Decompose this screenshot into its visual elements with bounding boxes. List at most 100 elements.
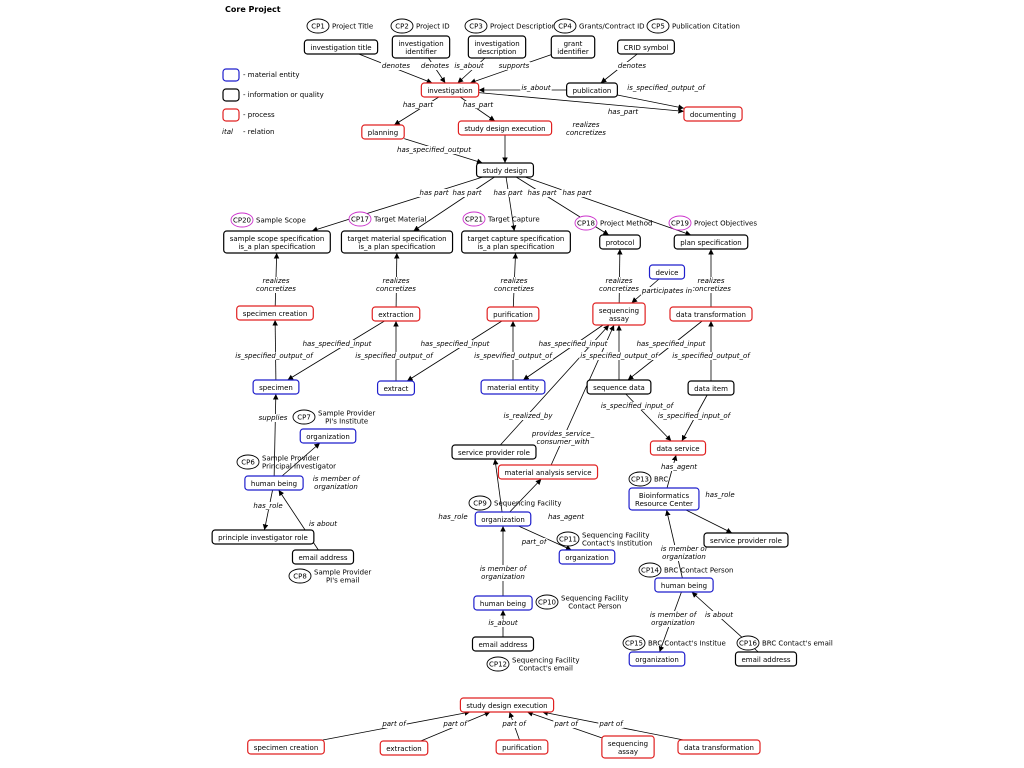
legend: - material entity- information or qualit… (222, 68, 324, 136)
node-protocol: protocol (599, 234, 641, 250)
node-label: organization (306, 433, 350, 441)
svg-text:is member of: is member of (313, 475, 361, 483)
node-label: human being (251, 480, 297, 488)
edge-label-is-about: is_about (487, 619, 519, 627)
node-data-service: data service (649, 440, 707, 456)
edge-label-is-about: is_about (520, 84, 552, 92)
svg-text:part of: part of (553, 720, 579, 728)
edge-label-has-part: has_part (606, 108, 640, 116)
edge-label-has-part: has_part (401, 101, 435, 109)
diagram-title: Core Project (225, 5, 281, 14)
svg-text:is member of: is member of (661, 545, 709, 553)
node-spr2: service provider role (703, 532, 789, 548)
svg-text:part_of: part_of (521, 538, 548, 546)
edge-label-has-role: has_role (704, 491, 736, 499)
legend-label: - relation (243, 128, 274, 136)
edge-label-part-of: part of (381, 720, 407, 728)
legend-label: - material entity (243, 71, 300, 79)
edge-label-denotes: denotes (380, 62, 412, 70)
cp-label: BRC Contact's Institue (648, 640, 726, 648)
node-human2: human being (654, 577, 714, 593)
svg-text:is_about: is_about (521, 84, 551, 92)
svg-text:realizes: realizes (606, 277, 633, 285)
node-spec-creation: specimen creation (236, 305, 314, 321)
node-label: principle investigator role (218, 534, 308, 542)
cp-label: Sample Provider (314, 569, 371, 577)
svg-text:concretizes: concretizes (599, 285, 639, 293)
svg-text:has_specified_input: has_specified_input (303, 340, 372, 348)
node-org2: organization (474, 511, 532, 527)
svg-text:concretizes: concretizes (256, 285, 296, 293)
svg-text:has_agent: has_agent (661, 463, 697, 471)
svg-text:part of: part of (381, 720, 407, 728)
cp-label: Principal Investigator (262, 463, 336, 471)
node-label: investigation (398, 40, 443, 48)
node-label: data service (656, 445, 699, 453)
legend-item-material: - material entity (222, 68, 300, 82)
node-label: data transformation (676, 311, 746, 319)
svg-text:has_agent: has_agent (548, 513, 584, 521)
svg-text:is about: is about (309, 520, 337, 528)
cp-id: CP21 (465, 216, 483, 224)
node-label: specimen creation (243, 310, 308, 318)
cp-id: CP13 (631, 476, 649, 484)
node-label: study design execution (464, 125, 545, 133)
edge-publication-to-documenting (617, 94, 684, 110)
svg-text:realizes: realizes (698, 277, 725, 285)
svg-text:is_specified_output_of: is_specified_output_of (355, 352, 434, 360)
svg-text:has part: has part (453, 189, 482, 197)
edge-extraction-to-specimen (287, 320, 385, 381)
node-label: extract (384, 385, 409, 393)
legend-swatch (222, 108, 240, 122)
node-device: device (648, 264, 686, 280)
node-label: assay (609, 315, 629, 323)
cp-id: CP18 (577, 220, 595, 228)
edge-label-is-about: is about (307, 520, 339, 528)
svg-text:part of: part of (598, 720, 624, 728)
edge-label-part-of: part of (598, 720, 624, 728)
node-org4: organization (628, 651, 686, 667)
svg-text:supplies: supplies (259, 414, 288, 422)
node-org1: organization (299, 428, 357, 444)
node-org3: organization (558, 549, 616, 565)
edge-label-has-role: has_role (437, 513, 469, 521)
svg-text:has_specified_input: has_specified_input (539, 340, 608, 348)
node-study-design: study design (475, 162, 535, 178)
svg-text:has_role: has_role (253, 502, 282, 510)
svg-text:is member of: is member of (650, 611, 698, 619)
svg-text:part of: part of (501, 720, 527, 728)
node-label: Resource Center (635, 500, 693, 508)
svg-text:supports: supports (499, 62, 530, 70)
node-label: grant (564, 40, 583, 48)
cp-label: BRC Contact's email (762, 640, 833, 648)
cp-id: CP8 (293, 573, 307, 581)
node-publication: publication (566, 82, 618, 98)
svg-text:is_spevified_output_of: is_spevified_output_of (474, 352, 553, 360)
svg-text:denotes: denotes (421, 62, 450, 70)
node-label: is_a plan specification (358, 243, 435, 251)
svg-text:has_role: has_role (438, 513, 467, 521)
cp-label: Contact Person (568, 603, 621, 611)
edge-seq-assay-to-protocol (617, 248, 623, 304)
node-label: data transformation (684, 744, 754, 752)
cp-id: CP7 (297, 414, 311, 422)
cp-label: PI's email (326, 577, 359, 585)
cp-id: CP19 (671, 220, 689, 228)
cp-label: PI's Institute (325, 418, 368, 426)
edge-org2-to-mas (509, 478, 542, 513)
edge-label-is-specified-output-of: is_specified_output_of (671, 352, 751, 360)
node-label: device (656, 269, 679, 277)
node-label: organization (635, 656, 679, 664)
svg-text:is_realized_by: is_realized_by (504, 412, 554, 420)
cp-id: CP2 (395, 23, 409, 31)
svg-text:realizes: realizes (383, 277, 410, 285)
